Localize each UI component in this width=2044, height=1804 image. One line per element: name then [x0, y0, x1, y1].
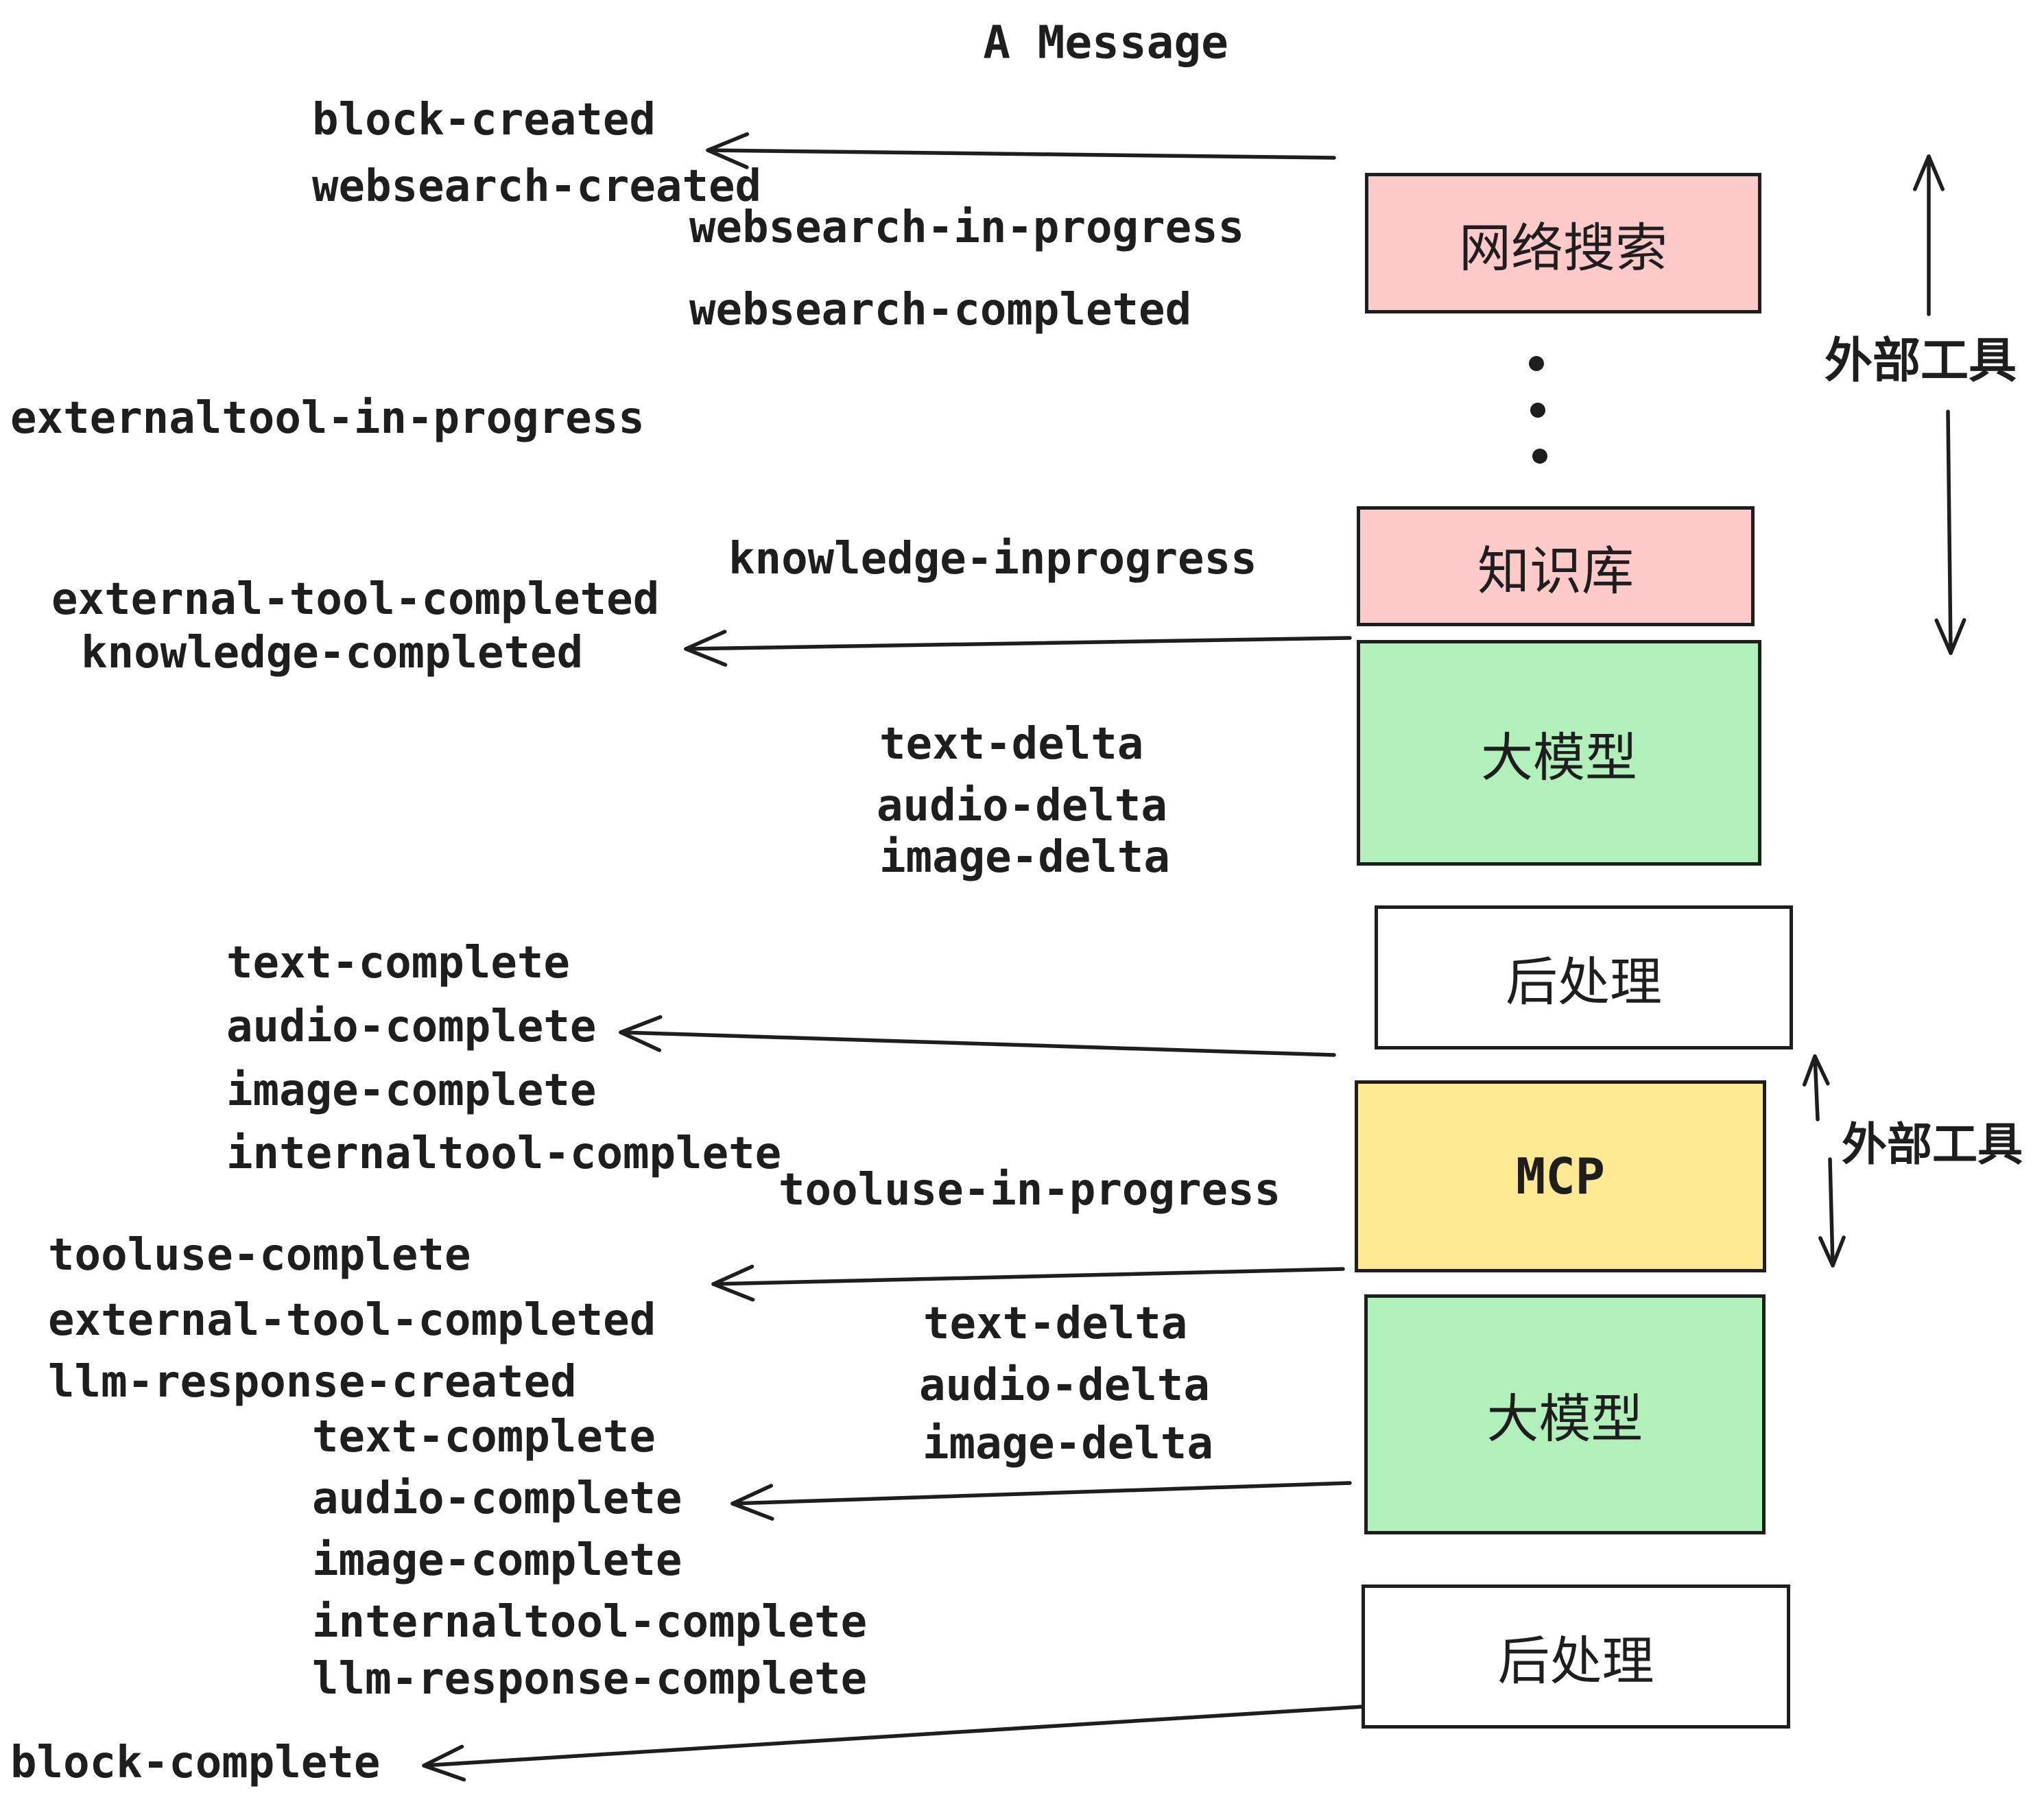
mcp-external-up-arrow-head-1 — [1813, 1054, 1830, 1086]
label-tooluse-in-progress: tooluse-in-progress — [779, 1165, 1281, 1215]
llm-box-2-label: 大模型 — [1486, 1390, 1643, 1449]
label-audio-complete-2: audio-complete — [312, 1473, 682, 1524]
llm-box-1: 大模型 — [1357, 640, 1761, 866]
arrow-to-image-complete-head-1 — [619, 1014, 663, 1034]
label-audio-delta-2: audio-delta — [919, 1360, 1210, 1411]
arrow-to-block-complete-head-0 — [422, 1764, 466, 1782]
label-websearch-created: websearch-created — [312, 161, 762, 212]
label-internaltool-complete-1: internaltool-complete — [226, 1128, 782, 1179]
external-tools-down-arrow-head-0 — [1949, 618, 1966, 655]
label-text-complete-2: text-complete — [312, 1412, 656, 1462]
label-audio-complete-1: audio-complete — [226, 1001, 597, 1052]
mcp-box: MCP — [1355, 1080, 1766, 1272]
external-tools-label-2: 外部工具 — [1842, 1119, 2023, 1170]
arrow-to-image-complete-head-0 — [619, 1030, 662, 1052]
label-block-created: block-created — [312, 95, 656, 145]
ellipsis-dot-2 — [1530, 403, 1545, 418]
arrow-to-block-complete-head-1 — [422, 1744, 464, 1768]
arrow-to-audio-complete-head-0 — [730, 1502, 774, 1521]
external-tools-label-1: 外部工具 — [1825, 333, 2017, 388]
mcp-box-label: MCP — [1515, 1148, 1606, 1205]
label-image-complete-1: image-complete — [226, 1065, 597, 1116]
ellipsis-dot-1 — [1529, 356, 1544, 371]
label-image-complete-2: image-complete — [312, 1535, 682, 1586]
websearch-box: 网络搜索 — [1365, 173, 1761, 313]
arrow-to-image-complete — [619, 1030, 1336, 1057]
arrow-to-tooluse-complete-head-0 — [711, 1282, 755, 1302]
external-tools-up-arrow-head-1 — [1927, 154, 1945, 191]
mcp-external-up-arrow-head-0 — [1802, 1054, 1817, 1087]
label-audio-delta-1: audio-delta — [877, 781, 1167, 831]
arrow-to-audio-complete — [730, 1481, 1352, 1506]
arrow-to-block-complete — [422, 1705, 1366, 1768]
label-websearch-in-progress: websearch-in-progress — [689, 202, 1245, 253]
label-image-delta-2: image-delta — [923, 1419, 1213, 1469]
knowledge-box: 知识库 — [1357, 506, 1755, 626]
mcp-external-up-arrow — [1813, 1054, 1820, 1121]
label-block-complete: block-complete — [10, 1737, 381, 1788]
label-knowledge-inprogress: knowledge-inprogress — [728, 534, 1257, 584]
llm-box-1-label: 大模型 — [1481, 728, 1637, 787]
label-externaltool-in-progress: externaltool-in-progress — [10, 393, 645, 444]
llm-box-2: 大模型 — [1364, 1294, 1766, 1534]
label-external-tool-completed-1: external-tool-completed — [51, 574, 660, 625]
label-llm-response-complete: llm-response-complete — [312, 1654, 868, 1705]
ellipsis-dot-3 — [1532, 449, 1547, 464]
mcp-external-down-arrow-head-0 — [1831, 1235, 1846, 1268]
websearch-box-label: 网络搜索 — [1459, 219, 1667, 278]
diagram-title: A Message — [983, 16, 1228, 69]
mcp-external-down-arrow — [1828, 1157, 1835, 1268]
mcp-external-down-arrow-head-1 — [1818, 1236, 1835, 1268]
label-text-delta-1: text-delta — [879, 719, 1144, 770]
postprocess-box-2: 后处理 — [1362, 1585, 1790, 1729]
postprocess-box-1: 后处理 — [1375, 905, 1793, 1049]
label-text-complete-1: text-complete — [226, 938, 570, 988]
arrow-to-block-created — [706, 148, 1336, 160]
external-tools-down-arrow-head-1 — [1934, 618, 1953, 655]
postprocess-box-2-label: 后处理 — [1497, 1633, 1654, 1691]
arrow-to-audio-complete-head-1 — [730, 1484, 774, 1506]
label-tooluse-complete: tooluse-complete — [48, 1230, 471, 1281]
arrow-to-knowledge-completed-head-1 — [684, 630, 727, 651]
label-websearch-completed: websearch-completed — [689, 285, 1192, 335]
label-internaltool-complete-2: internaltool-complete — [312, 1597, 868, 1648]
external-tools-down-arrow — [1946, 410, 1953, 655]
label-image-delta-1: image-delta — [879, 832, 1170, 883]
postprocess-box-1-label: 后处理 — [1506, 953, 1662, 1012]
arrow-to-tooluse-complete-head-1 — [711, 1264, 754, 1286]
label-llm-response-created: llm-response-created — [48, 1357, 577, 1408]
label-text-delta-2: text-delta — [923, 1298, 1188, 1349]
knowledge-box-label: 知识库 — [1477, 542, 1634, 601]
arrow-to-knowledge-completed-head-0 — [684, 647, 728, 667]
arrow-to-tooluse-complete — [711, 1267, 1345, 1286]
arrow-to-knowledge-completed — [684, 636, 1352, 651]
label-external-tool-completed-2: external-tool-completed — [48, 1295, 656, 1346]
label-knowledge-completed: knowledge-completed — [81, 628, 584, 678]
arrow-to-block-created-head-1 — [706, 132, 750, 152]
external-tools-up-arrow-head-0 — [1913, 154, 1931, 191]
